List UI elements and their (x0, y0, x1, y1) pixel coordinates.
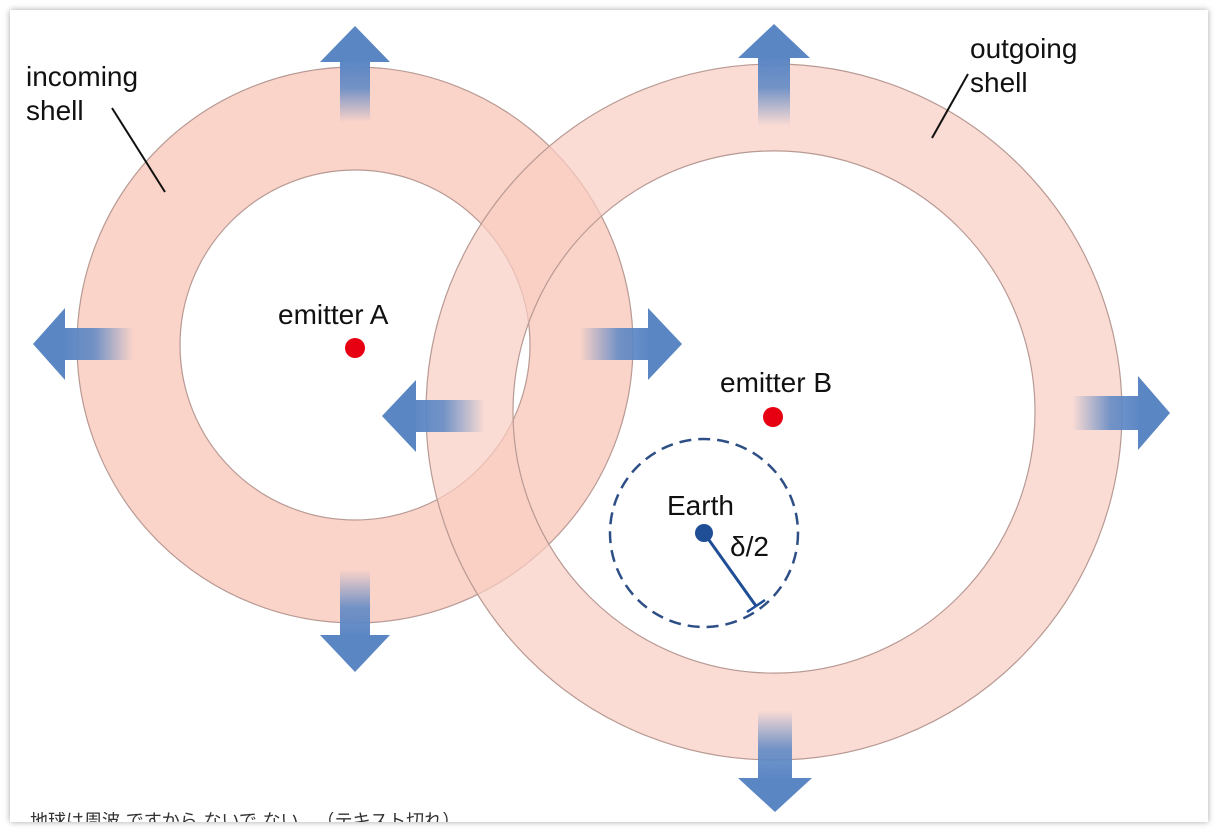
outgoing-leader-line (931, 73, 969, 139)
delta-label: δ/2 (730, 531, 769, 562)
arrow-up-icon (320, 26, 390, 122)
outgoing-shell-label: shell (970, 67, 1028, 98)
radius-line (702, 532, 758, 607)
arrow-right-icon (1072, 376, 1170, 450)
emitter-b-dot (763, 407, 783, 427)
arrow-right-icon (580, 308, 682, 380)
emitter-a-label: emitter A (278, 299, 389, 330)
diagram-frame: incoming shell outgoing shell emitter A … (10, 10, 1208, 822)
emitter-b-label: emitter B (720, 367, 832, 398)
earth-label: Earth (667, 490, 734, 521)
incoming-leader-line (111, 107, 166, 193)
arrow-left-icon (382, 380, 485, 452)
earth-dot (695, 524, 713, 542)
shell-diagram: incoming shell outgoing shell emitter A … (26, 24, 1170, 812)
radius-tick (746, 598, 766, 614)
incoming-shell-label: shell (26, 95, 84, 126)
arrow-up-icon (738, 24, 810, 126)
earth-dashed-circle (608, 437, 800, 629)
emitter-a-dot (345, 338, 365, 358)
outgoing-shell-label: outgoing (970, 33, 1077, 64)
arrow-down-icon (738, 710, 812, 812)
arrow-down-icon (320, 570, 390, 672)
caption-text: 地球は周波 ですから ないで ない…（テキスト切れ） (30, 812, 1190, 822)
arrow-left-icon (33, 308, 133, 380)
incoming-shell-label: incoming (26, 61, 138, 92)
